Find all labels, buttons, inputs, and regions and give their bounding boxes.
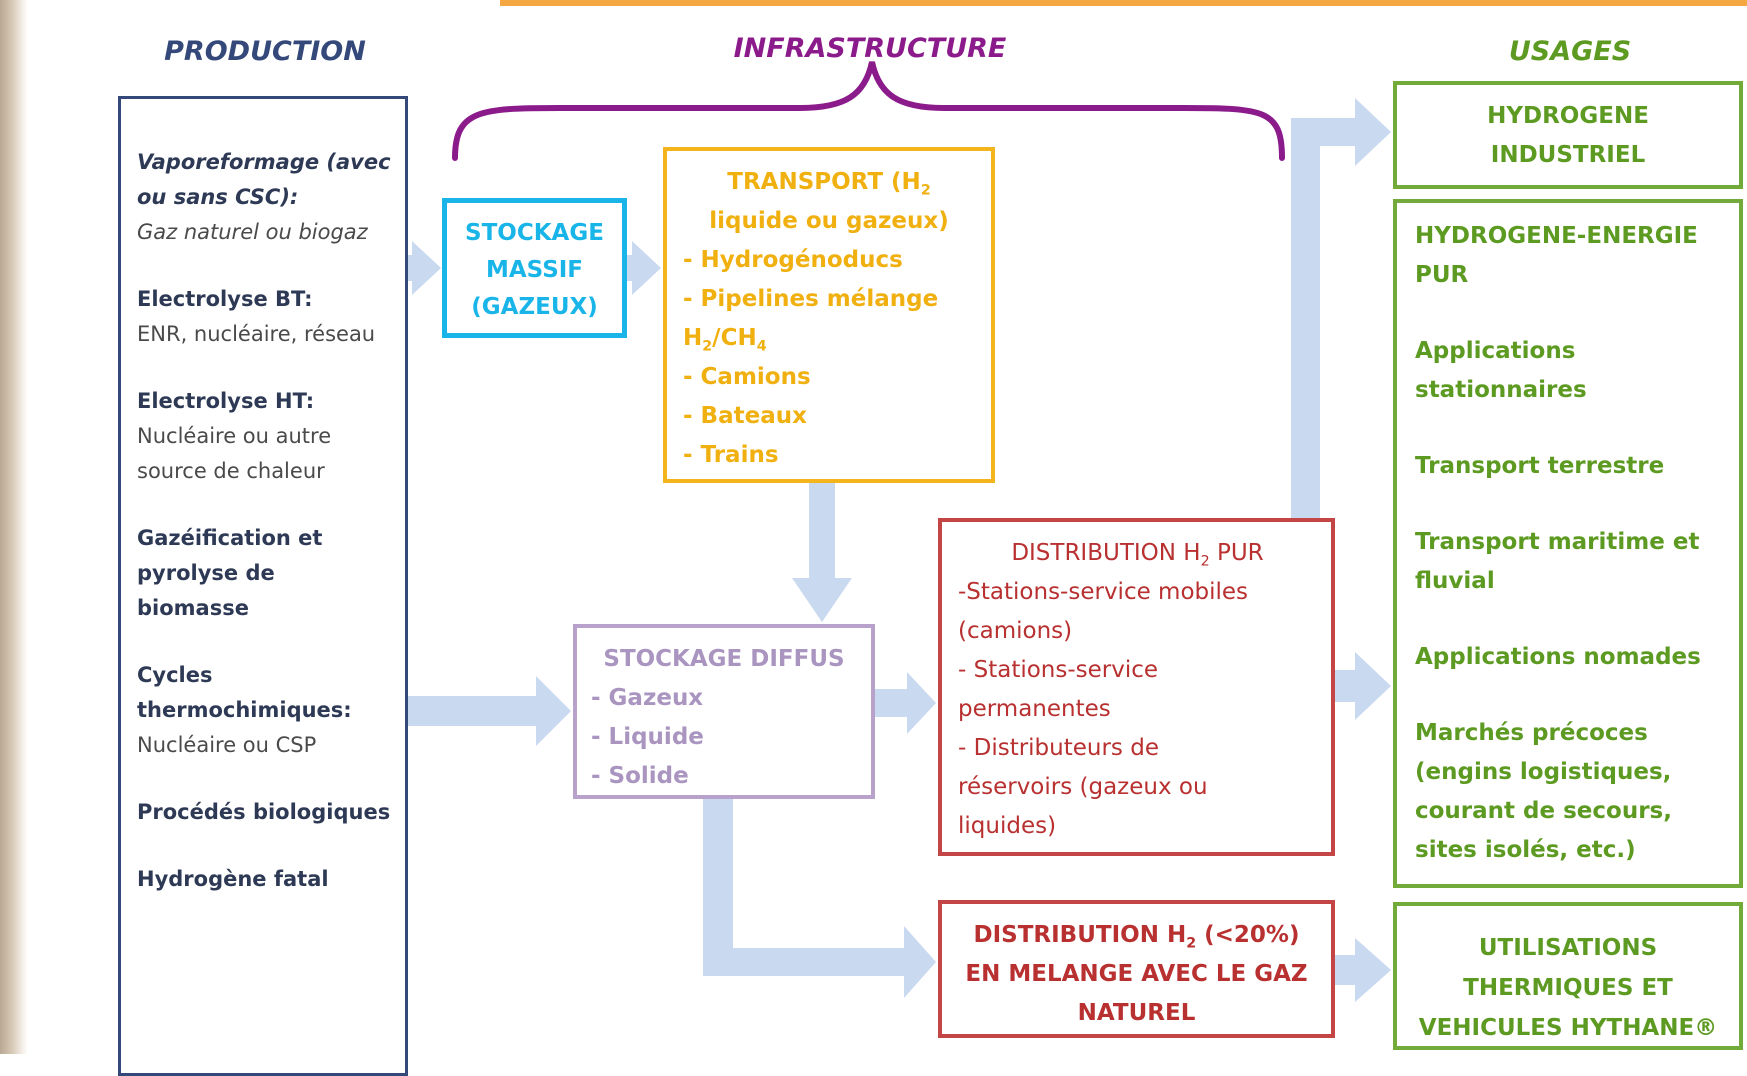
transport-title-text: TRANSPORT (H (727, 169, 921, 195)
distribution-pur-title-suffix: PUR (1209, 540, 1264, 566)
transport-item: - Pipelines mélange (683, 286, 939, 312)
usage-energie-item: Transport maritime et fluvial (1415, 529, 1700, 594)
production-box: Vaporeformage (avec ou sans CSC): Gaz na… (118, 96, 408, 1076)
stockage-massif-box: STOCKAGE MASSIF (GAZEUX) (442, 198, 627, 338)
arrow-diffus-to-melange (703, 799, 936, 998)
formula-ch-sub: 4 (756, 338, 767, 355)
connector-layer (408, 61, 1391, 1002)
usage-thermiques-line: VEHICULES HYTHANE® (1418, 1015, 1718, 1041)
distribution-pur-title-subscript: 2 (1200, 553, 1210, 570)
arrow-melange-to-thermiques (1335, 938, 1391, 1002)
usage-energie-box: HYDROGENE-ENERGIE PUR Applications stati… (1393, 199, 1743, 888)
transport-mix-formula: H2/CH4 (683, 319, 975, 358)
distribution-melange-title-text: DISTRIBUTION H (973, 922, 1187, 948)
distribution-melange-box: DISTRIBUTION H2 (<20%) EN MELANGE AVEC L… (938, 900, 1335, 1038)
production-item-gazeification: Gazéification et pyrolyse de biomasse (137, 521, 391, 626)
transport-item: - Camions (683, 364, 811, 390)
distribution-pur-line: (camions) (958, 618, 1073, 644)
arrow-stockage-to-transport (627, 241, 661, 295)
production-title: Vaporeformage (avec ou sans CSC): (137, 150, 391, 209)
production-detail: Nucléaire ou autre source de chaleur (137, 424, 332, 483)
usage-industriel-line: INDUSTRIEL (1490, 142, 1646, 168)
production-item-biologiques: Procédés biologiques (137, 795, 391, 830)
formula-h-sub: 2 (702, 338, 713, 355)
distribution-pur-title: DISTRIBUTION H2 PUR (958, 534, 1317, 573)
arrow-trunk-to-industriel (1291, 98, 1391, 518)
distribution-melange-line2: EN MELANGE AVEC LE GAZ (965, 961, 1308, 987)
header-production: PRODUCTION (164, 36, 366, 67)
stockage-diffus-box: STOCKAGE DIFFUS - Gazeux - Liquide - Sol… (573, 624, 875, 799)
production-item-cycles: Cycles thermochimiques: Nucléaire ou CSP (137, 658, 391, 763)
distribution-melange-line1: DISTRIBUTION H2 (<20%) (942, 916, 1331, 955)
stockage-massif-line: MASSIF (485, 257, 584, 283)
distribution-melange-title-suffix: (<20%) (1196, 922, 1300, 948)
usage-industriel-box: HYDROGENE INDUSTRIEL (1393, 81, 1743, 189)
arrow-production-to-stockage-massif (408, 241, 441, 295)
transport-box: TRANSPORT (H2 liquide ou gazeux) - Hydro… (663, 147, 995, 483)
usage-energie-item: Applications stationnaires (1415, 338, 1587, 403)
left-edge-decoration (0, 0, 28, 1054)
distribution-pur-title-text: DISTRIBUTION H (1011, 540, 1201, 566)
production-item-electrolyse-ht: Electrolyse HT: Nucléaire ou autre sourc… (137, 384, 391, 489)
usage-energie-item: Applications nomades (1415, 644, 1701, 670)
production-item-electrolyse-bt: Electrolyse BT: ENR, nucléaire, réseau (137, 282, 391, 352)
arrow-production-to-diffus (408, 676, 571, 746)
usage-thermiques-box: UTILISATIONS THERMIQUES ET VEHICULES HYT… (1393, 902, 1743, 1050)
production-title: Cycles thermochimiques: (137, 663, 352, 722)
stockage-diffus-item: - Solide (591, 763, 689, 789)
stockage-diffus-item: - Liquide (591, 724, 704, 750)
distribution-pur-line: réservoirs (gazeux ou (958, 774, 1208, 800)
production-title: Procédés biologiques (137, 800, 391, 824)
usage-thermiques-line: UTILISATIONS (1478, 935, 1658, 961)
infrastructure-brace (452, 61, 1285, 161)
transport-title-line2: liquide ou gazeux) (709, 208, 949, 234)
distribution-melange-title-subscript: 2 (1186, 935, 1197, 952)
usage-thermiques-line: THERMIQUES ET (1463, 975, 1673, 1001)
distribution-pur-line: liquides) (958, 813, 1057, 839)
distribution-pur-line: - Stations-service (958, 657, 1159, 683)
arrow-transport-to-diffus (792, 483, 852, 622)
distribution-pur-line: - Distributeurs de (958, 735, 1159, 761)
distribution-pur-line: -Stations-service mobiles (958, 579, 1249, 605)
top-accent-bar (500, 0, 1747, 6)
usage-energie-item: Transport terrestre (1415, 453, 1665, 479)
usage-industriel-line: HYDROGENE (1487, 103, 1649, 129)
stockage-diffus-item: - Gazeux (591, 685, 704, 711)
usage-energie-item: Marchés précoces (engins logistiques, co… (1415, 720, 1672, 863)
production-title: Electrolyse BT: (137, 287, 313, 311)
transport-title: TRANSPORT (H2 (683, 163, 975, 202)
production-title: Hydrogène fatal (137, 867, 329, 891)
transport-item: - Bateaux (683, 403, 807, 429)
production-detail: Gaz naturel ou biogaz (137, 220, 368, 244)
distribution-melange-line3: NATUREL (1077, 1000, 1196, 1026)
production-detail: Nucléaire ou CSP (137, 733, 317, 757)
header-infrastructure: INFRASTRUCTURE (733, 33, 1007, 64)
production-title: Gazéification et pyrolyse de biomasse (137, 526, 323, 620)
header-usages: USAGES (1508, 36, 1632, 67)
arrow-diffus-to-distribution (875, 672, 936, 734)
transport-title-subscript: 2 (920, 182, 931, 199)
transport-item: - Hydrogénoducs (683, 247, 903, 273)
production-title: Electrolyse HT: (137, 389, 315, 413)
stockage-massif-line: STOCKAGE (465, 220, 604, 246)
formula-ch: /CH (712, 325, 757, 351)
transport-item: - Trains (683, 442, 779, 468)
usage-energie-title: HYDROGENE-ENERGIE PUR (1415, 223, 1698, 288)
stockage-diffus-title: STOCKAGE DIFFUS (603, 646, 845, 672)
stockage-massif-line: (GAZEUX) (471, 294, 598, 320)
production-detail: ENR, nucléaire, réseau (137, 322, 376, 346)
formula-h: H (683, 325, 703, 351)
arrow-distribution-to-energie (1335, 652, 1391, 720)
distribution-pur-line: permanentes (958, 696, 1111, 722)
production-item-vaporeformage: Vaporeformage (avec ou sans CSC): Gaz na… (137, 145, 391, 250)
distribution-pur-box: DISTRIBUTION H2 PUR -Stations-service mo… (938, 518, 1335, 856)
production-item-fatal: Hydrogène fatal (137, 862, 391, 897)
